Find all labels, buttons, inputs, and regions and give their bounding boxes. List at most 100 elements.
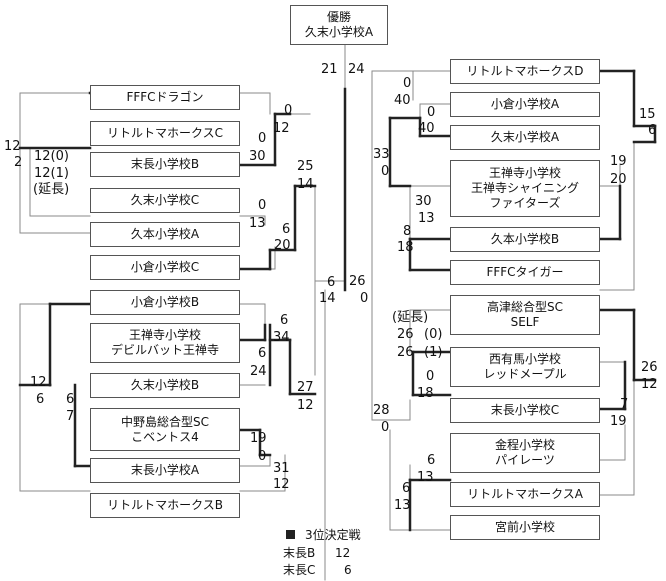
score-label: 8	[403, 224, 412, 239]
score-label: 26	[641, 360, 658, 375]
score-label: 12	[4, 139, 21, 154]
score-label: 19	[250, 431, 267, 446]
score-label: 0	[427, 105, 436, 120]
square-bullet-icon	[286, 530, 295, 539]
score-label: 18	[397, 240, 414, 255]
team-name: 小倉小学校B	[130, 295, 200, 309]
team-box: 金程小学校パイレーツ	[450, 433, 600, 473]
third-place-team: 末長B	[283, 546, 316, 560]
team-box: 小倉小学校A	[450, 92, 600, 117]
team-box: リトルトマホークスB	[90, 493, 240, 518]
team-box: リトルトマホークスA	[450, 482, 600, 507]
team-box: 王禅寺小学校王禅寺シャイニングファイターズ	[450, 160, 600, 217]
score-label: 0	[258, 449, 267, 464]
score-label: 19	[610, 414, 627, 429]
team-name: リトルトマホークスD	[466, 64, 584, 78]
third-place-team: 末長C	[283, 563, 316, 577]
score-label: 6	[427, 453, 436, 468]
team-name: FFFCタイガー	[486, 265, 564, 279]
score-label: 13	[249, 216, 266, 231]
team-name: 末長小学校B	[130, 157, 200, 171]
third-place-score: 12	[335, 546, 351, 560]
champion-label: 優勝	[326, 10, 351, 24]
team-box: リトルトマホークスC	[90, 121, 240, 146]
team-name-line: ファイターズ	[489, 196, 561, 210]
score-label: 20	[610, 172, 627, 187]
team-box: FFFCタイガー	[450, 260, 600, 285]
team-box: 宮前小学校	[450, 515, 600, 540]
score-label: 40	[394, 93, 411, 108]
team-box: 久本小学校A	[90, 222, 240, 247]
score-label: 24	[348, 62, 365, 77]
score-label: 20	[274, 238, 291, 253]
score-label: 12	[30, 375, 47, 390]
score-label: 12(1)	[34, 166, 69, 181]
team-name-line: 王禅寺シャイニング	[470, 181, 579, 195]
team-name-line: SELF	[510, 315, 540, 329]
score-label: 6	[66, 392, 75, 407]
score-label: 6	[402, 481, 411, 496]
score-label: (延長)	[33, 182, 70, 197]
score-label: 33	[373, 147, 390, 162]
score-label: 0	[360, 291, 369, 306]
score-label: 13	[418, 211, 435, 226]
team-box: 久末小学校A	[450, 125, 600, 150]
team-box: リトルトマホークスD	[450, 59, 600, 84]
score-label: 6	[327, 275, 336, 290]
team-name: 久末小学校B	[130, 378, 200, 392]
team-box: FFFCドラゴン	[90, 85, 240, 110]
score-label: (0)	[424, 327, 443, 342]
score-label: 34	[273, 330, 290, 345]
score-label: 12	[641, 377, 658, 392]
score-label: 6	[36, 392, 45, 407]
team-name: 久本小学校B	[490, 232, 560, 246]
score-label: 19	[610, 154, 627, 169]
team-name: リトルトマホークスB	[107, 498, 223, 512]
score-label: (延長)	[392, 310, 429, 325]
score-label: 14	[319, 291, 336, 306]
score-label: (1)	[424, 345, 443, 360]
score-label: 13	[394, 498, 411, 513]
team-name-line: 西有馬小学校	[488, 352, 561, 366]
score-label: 31	[273, 461, 290, 476]
third-place-title: 3位決定戦	[305, 528, 361, 542]
score-label: 12	[297, 398, 314, 413]
score-label: 28	[373, 403, 390, 418]
score-label: 24	[250, 364, 267, 379]
team-box: 久末小学校B	[90, 373, 240, 398]
team-name: 小倉小学校C	[130, 260, 200, 274]
team-name-line: 王禅寺小学校	[488, 166, 561, 180]
score-label: 0	[258, 131, 267, 146]
score-label: 0	[381, 420, 390, 435]
team-name-line: こベントス4	[131, 429, 199, 444]
score-label: 6	[280, 313, 289, 328]
score-label: 7	[66, 409, 75, 424]
score-label: 0	[258, 198, 267, 213]
team-name: FFFCドラゴン	[126, 90, 204, 104]
score-label: 14	[297, 177, 314, 192]
team-name-line: 金程小学校	[494, 438, 555, 452]
team-name-line: デビルバット王禅寺	[110, 343, 219, 357]
team-box: 西有馬小学校レッドメープル	[450, 347, 600, 387]
score-label: 27	[297, 380, 314, 395]
score-label: 13	[417, 470, 434, 485]
team-name-line: パイレーツ	[495, 453, 555, 467]
score-label: 25	[297, 159, 314, 174]
team-name: 宮前小学校	[494, 520, 555, 534]
score-label: 2	[14, 155, 23, 170]
team-name-line: 王禅寺小学校	[128, 328, 201, 342]
team-name: 末長小学校A	[130, 463, 200, 477]
score-label: 12(0)	[34, 149, 69, 164]
champion-box: 優勝久末小学校A	[290, 5, 388, 45]
score-label: 30	[415, 194, 432, 209]
score-label: 26	[397, 327, 414, 342]
team-name: 久末小学校A	[490, 130, 560, 144]
team-name: リトルトマホークスA	[467, 487, 583, 501]
score-label: 40	[418, 121, 435, 136]
score-label: 12	[273, 121, 290, 136]
score-label: 15	[639, 107, 656, 122]
third-place-score: 6	[344, 563, 352, 577]
